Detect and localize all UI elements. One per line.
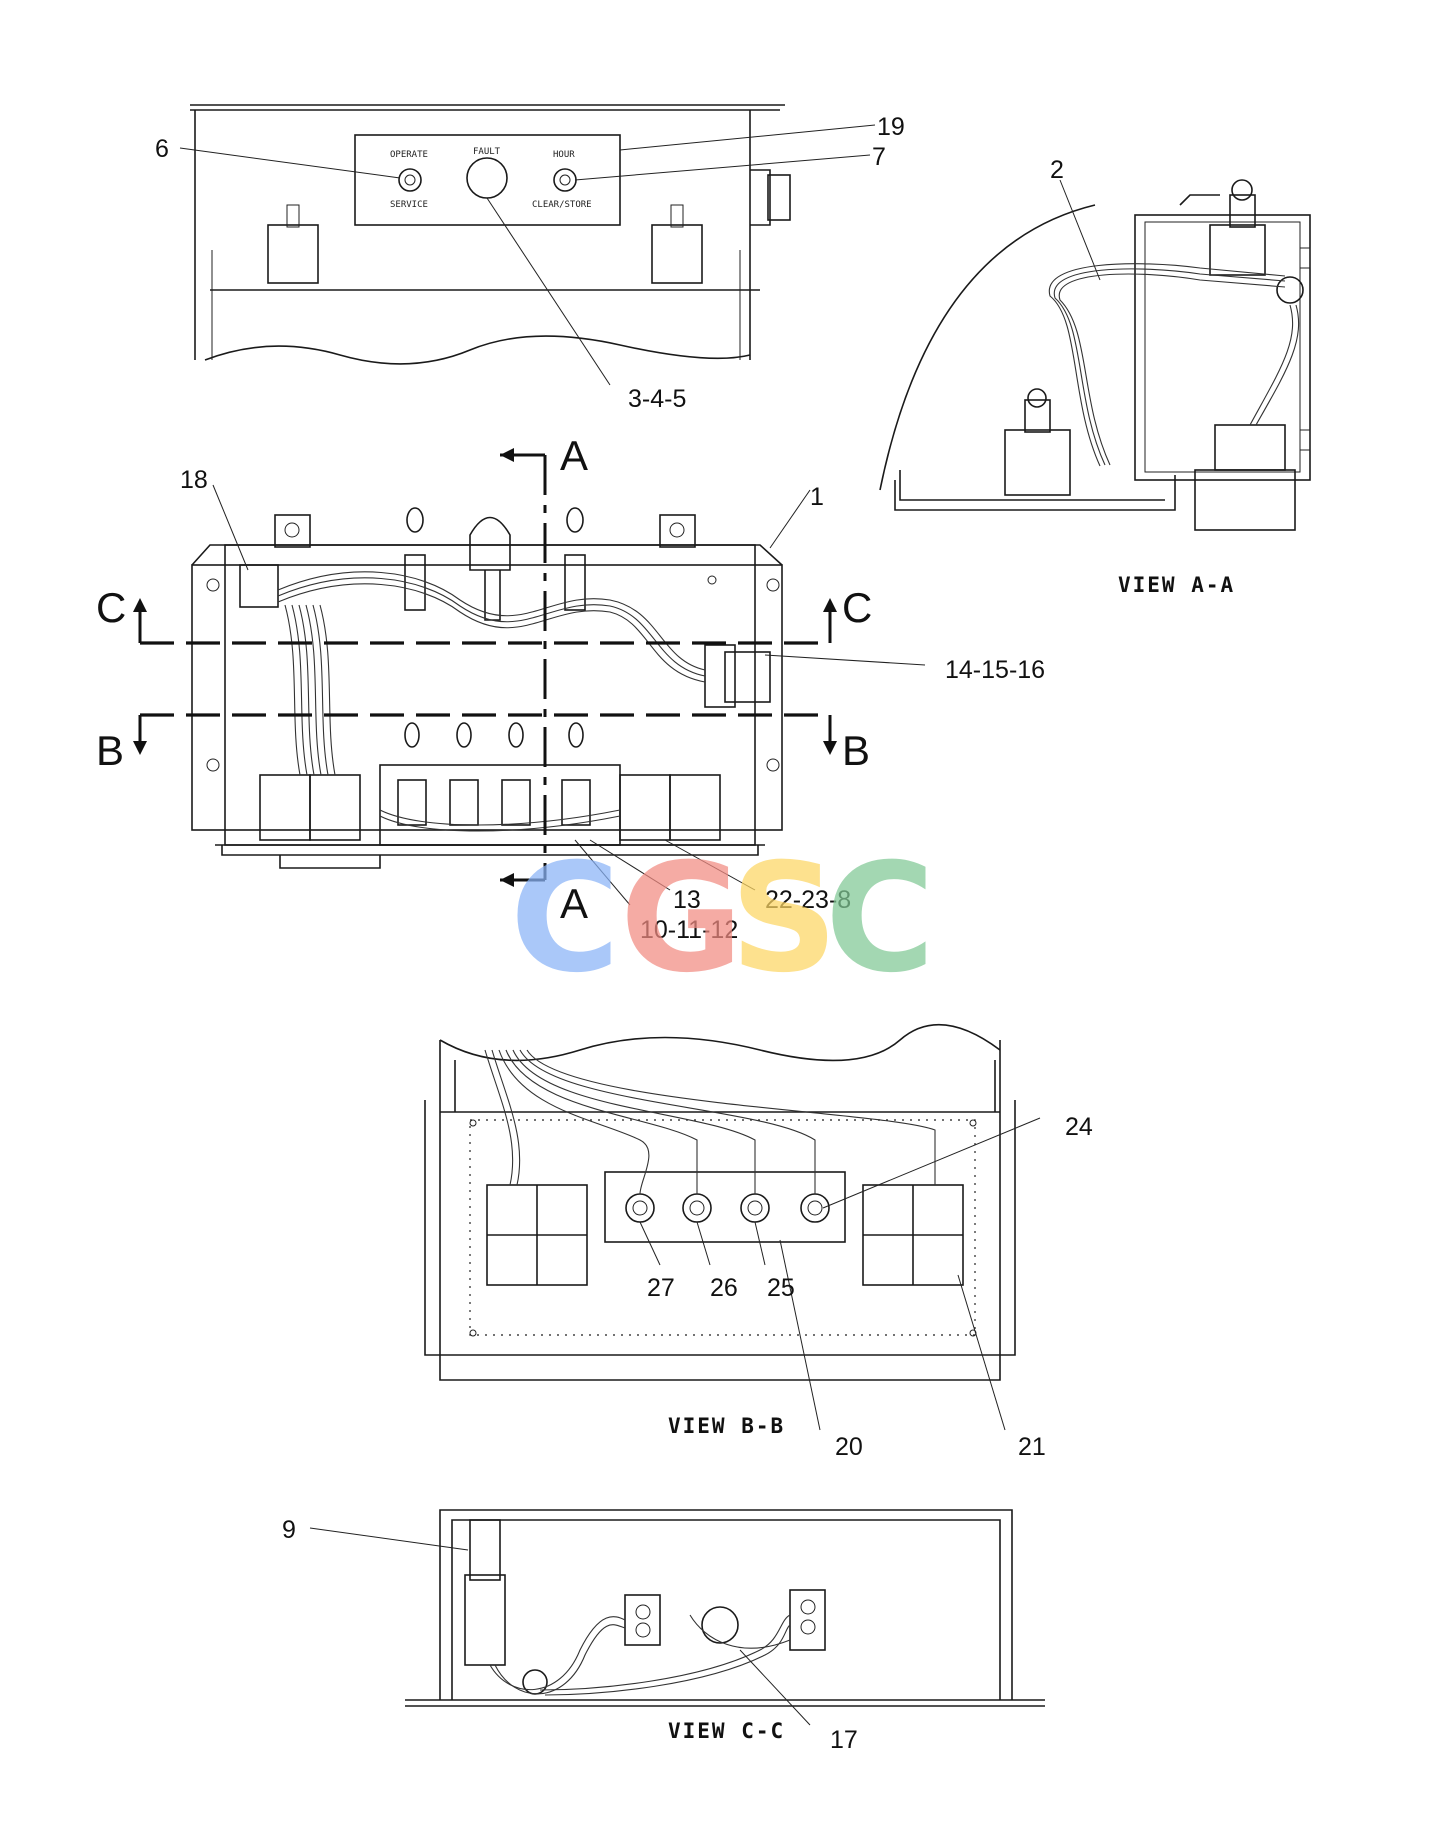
callout-7: 7 [872,143,886,171]
section-letter-b-left: B [96,727,124,774]
section-letter-a-top: A [560,432,588,479]
circuit-breakers [625,1193,830,1223]
section-lines: A A C C B B [96,432,872,927]
lamp-socket-9 [469,1519,501,1581]
section-letter-c-right: C [842,584,872,631]
service-label: SERVICE [390,200,428,210]
fault-label: FAULT [473,147,501,157]
connector-18 [239,564,279,608]
callout-25: 25 [767,1274,795,1302]
callout-9: 9 [282,1516,296,1544]
box-housing [191,564,783,831]
fault-lamp [466,157,508,199]
callout-numbers: 6 19 7 2 3-4-5 18 1 14-15-16 13 22-23-8 … [155,113,1093,1754]
leader-lines [179,124,1101,1726]
callout-21: 21 [1018,1433,1046,1461]
callout-2: 2 [1050,156,1064,184]
callout-22-23-8: 22-23-8 [765,886,851,914]
callout-13: 13 [673,886,701,914]
watermark-letter-c1: C [510,832,620,1006]
callout-19: 19 [877,113,905,141]
section-letter-c-left: C [96,584,126,631]
callout-3-4-5: 3-4-5 [628,385,686,413]
view-labels: VIEW A-A VIEW B-B VIEW C-C [668,573,1235,1743]
main-assembly-view [191,507,783,869]
view-b-b-label: VIEW B-B [668,1414,785,1438]
callout-1: 1 [810,483,824,511]
hour-label: HOUR [553,150,575,160]
bracket-20 [604,1171,846,1243]
callout-27: 27 [647,1274,675,1302]
view-c-c-detail [405,1509,1045,1707]
callout-6: 6 [155,135,169,163]
view-c-c-label: VIEW C-C [668,1719,785,1743]
section-letter-a-bottom: A [560,880,588,927]
watermark-letter-g: G [620,832,743,1006]
clear-store-label: CLEAR/STORE [532,200,592,210]
callout-20: 20 [835,1433,863,1461]
section-letter-b-right: B [842,727,870,774]
view-a-a-detail [879,179,1311,531]
front-panel-view: OPERATE SERVICE FAULT HOUR CLEAR/STORE [190,104,791,365]
view-a-a-label: VIEW A-A [1118,573,1235,597]
switch-panel-plate [354,134,621,226]
callout-17: 17 [830,1726,858,1754]
connector-14-15-16 [704,644,736,708]
operate-service-switch [398,168,422,192]
callout-26: 26 [710,1274,738,1302]
callout-18: 18 [180,466,208,494]
view-b-b-detail [424,1023,1016,1381]
callout-10-11-12: 10-11-12 [640,916,738,944]
cgsc-watermark-logo: C G S C [510,832,935,1006]
callout-14-15-16: 14-15-16 [945,656,1045,684]
watermark-letter-c2: C [825,832,935,1006]
callout-24: 24 [1065,1113,1093,1141]
operate-label: OPERATE [390,150,428,160]
watermark-letter-s: S [730,832,838,1006]
hour-meter-switch [553,168,577,192]
